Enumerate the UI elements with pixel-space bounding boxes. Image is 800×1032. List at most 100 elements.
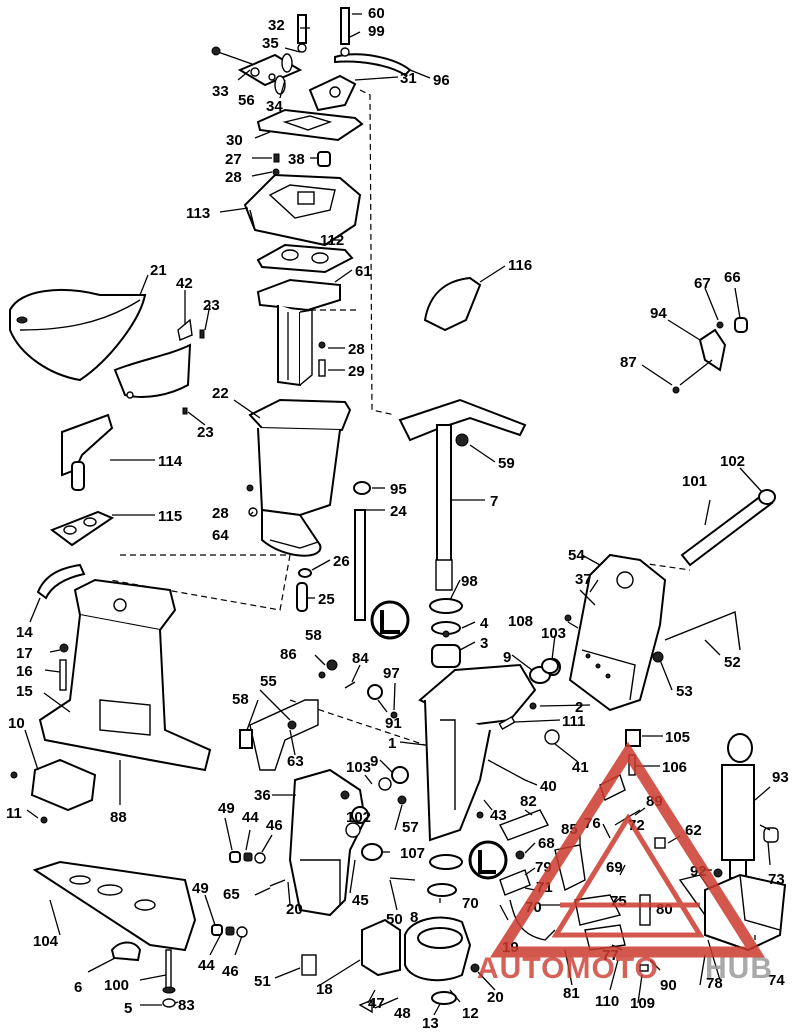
seal-14 <box>36 563 86 600</box>
callout-58a: 58 <box>305 627 322 644</box>
callout-13: 13 <box>422 1015 439 1032</box>
screws-28-64 <box>246 484 258 517</box>
plate-115 <box>49 510 115 547</box>
swivel-bracket-1 <box>418 658 561 842</box>
throttle-arm <box>308 47 412 112</box>
callout-16: 16 <box>16 663 33 680</box>
callout-84: 84 <box>352 650 369 667</box>
rod-52 <box>652 611 741 663</box>
clamp-screws-37-108 <box>541 589 596 674</box>
callout-107: 107 <box>400 845 425 862</box>
callout-99: 99 <box>368 23 385 40</box>
link-plate <box>237 53 303 95</box>
callout-103a: 103 <box>541 625 566 642</box>
bracket-55 <box>239 659 398 771</box>
callout-101: 101 <box>682 473 707 490</box>
callout-12: 12 <box>462 1005 479 1022</box>
washers-103-9 <box>378 766 409 805</box>
callout-98: 98 <box>461 573 478 590</box>
callout-29: 29 <box>348 363 365 380</box>
mount-6 <box>110 941 176 1008</box>
callout-9a: 9 <box>503 649 511 666</box>
callout-25: 25 <box>318 591 335 608</box>
callout-37: 37 <box>575 571 592 588</box>
watermark-triangle-logo <box>489 741 766 958</box>
callout-73: 73 <box>768 871 785 888</box>
washers-98-4-3 <box>429 598 463 668</box>
callout-110: 110 <box>595 993 619 1010</box>
callout-109: 109 <box>630 995 655 1012</box>
callout-93: 93 <box>772 769 789 786</box>
callout-61: 61 <box>355 263 372 280</box>
callout-27: 27 <box>225 151 242 168</box>
callout-45: 45 <box>352 892 369 909</box>
callout-23a: 23 <box>203 297 220 314</box>
callout-44a: 44 <box>242 809 259 826</box>
upper-housing-113 <box>243 173 362 247</box>
callout-3: 3 <box>480 635 488 652</box>
callout-38: 38 <box>288 151 305 168</box>
callout-40: 40 <box>540 778 557 795</box>
cover-panel <box>113 343 192 399</box>
icon-hook-badge-2 <box>468 840 508 880</box>
pin-40 <box>487 759 526 781</box>
gasket-112 <box>256 243 354 274</box>
callout-54: 54 <box>568 547 585 564</box>
callout-labels: 60 99 32 35 31 96 33 56 34 30 27 38 28 1… <box>6 5 789 1032</box>
stud-16-17 <box>59 643 69 691</box>
callout-55: 55 <box>260 673 277 690</box>
stern-bracket-54 <box>568 553 667 712</box>
nuts-44-46-49 <box>211 851 286 938</box>
callout-28b: 28 <box>348 341 365 358</box>
callout-105: 105 <box>665 729 690 746</box>
screws-28-29 <box>318 341 326 377</box>
callout-94: 94 <box>650 305 667 322</box>
callout-104: 104 <box>33 933 59 950</box>
callout-74: 74 <box>768 972 785 989</box>
callout-34: 34 <box>266 98 283 115</box>
callout-33: 33 <box>212 83 229 100</box>
callout-62: 62 <box>685 822 702 839</box>
watermark-text-gray: HUB <box>705 952 773 985</box>
callout-108: 108 <box>508 613 533 630</box>
callout-4: 4 <box>480 615 489 632</box>
callout-96: 96 <box>433 72 450 89</box>
callout-90: 90 <box>660 977 677 994</box>
callout-56: 56 <box>238 92 255 109</box>
watermark-text-red: AUTOMOTO <box>477 952 659 985</box>
callout-115: 115 <box>158 508 182 525</box>
callout-35: 35 <box>262 35 279 52</box>
tilt-tube-101 <box>680 489 776 567</box>
bracket-114 <box>61 413 114 491</box>
callout-81: 81 <box>563 985 580 1002</box>
cover-21 <box>9 289 147 382</box>
callout-5: 5 <box>124 1000 132 1017</box>
callout-28a: 28 <box>225 169 242 186</box>
bracket-74 <box>704 873 787 952</box>
callout-113: 113 <box>186 205 210 222</box>
callout-103b: 103 <box>346 759 371 776</box>
shock-93 <box>654 733 779 879</box>
icon-hook-badge <box>370 600 410 640</box>
callout-26: 26 <box>333 553 350 570</box>
tiller-7 <box>398 398 527 591</box>
callout-8: 8 <box>410 909 418 926</box>
callout-91: 91 <box>385 715 402 732</box>
callout-46a: 46 <box>266 817 283 834</box>
watermark: AUTOMOTO HUB <box>477 741 773 985</box>
callout-88: 88 <box>110 809 127 826</box>
callout-6: 6 <box>74 979 82 996</box>
seal-26-25 <box>296 568 312 612</box>
callout-43: 43 <box>490 807 507 824</box>
callout-70a: 70 <box>462 895 479 912</box>
callout-65: 65 <box>223 886 240 903</box>
bushings-95-24 <box>353 481 371 621</box>
callout-102a: 102 <box>720 453 745 470</box>
callout-49a: 49 <box>218 800 235 817</box>
callout-97: 97 <box>383 665 400 682</box>
callout-24: 24 <box>390 503 407 520</box>
callout-42: 42 <box>176 275 193 292</box>
callout-52: 52 <box>724 654 741 671</box>
bracket-36 <box>288 768 369 917</box>
callout-100: 100 <box>104 977 129 994</box>
